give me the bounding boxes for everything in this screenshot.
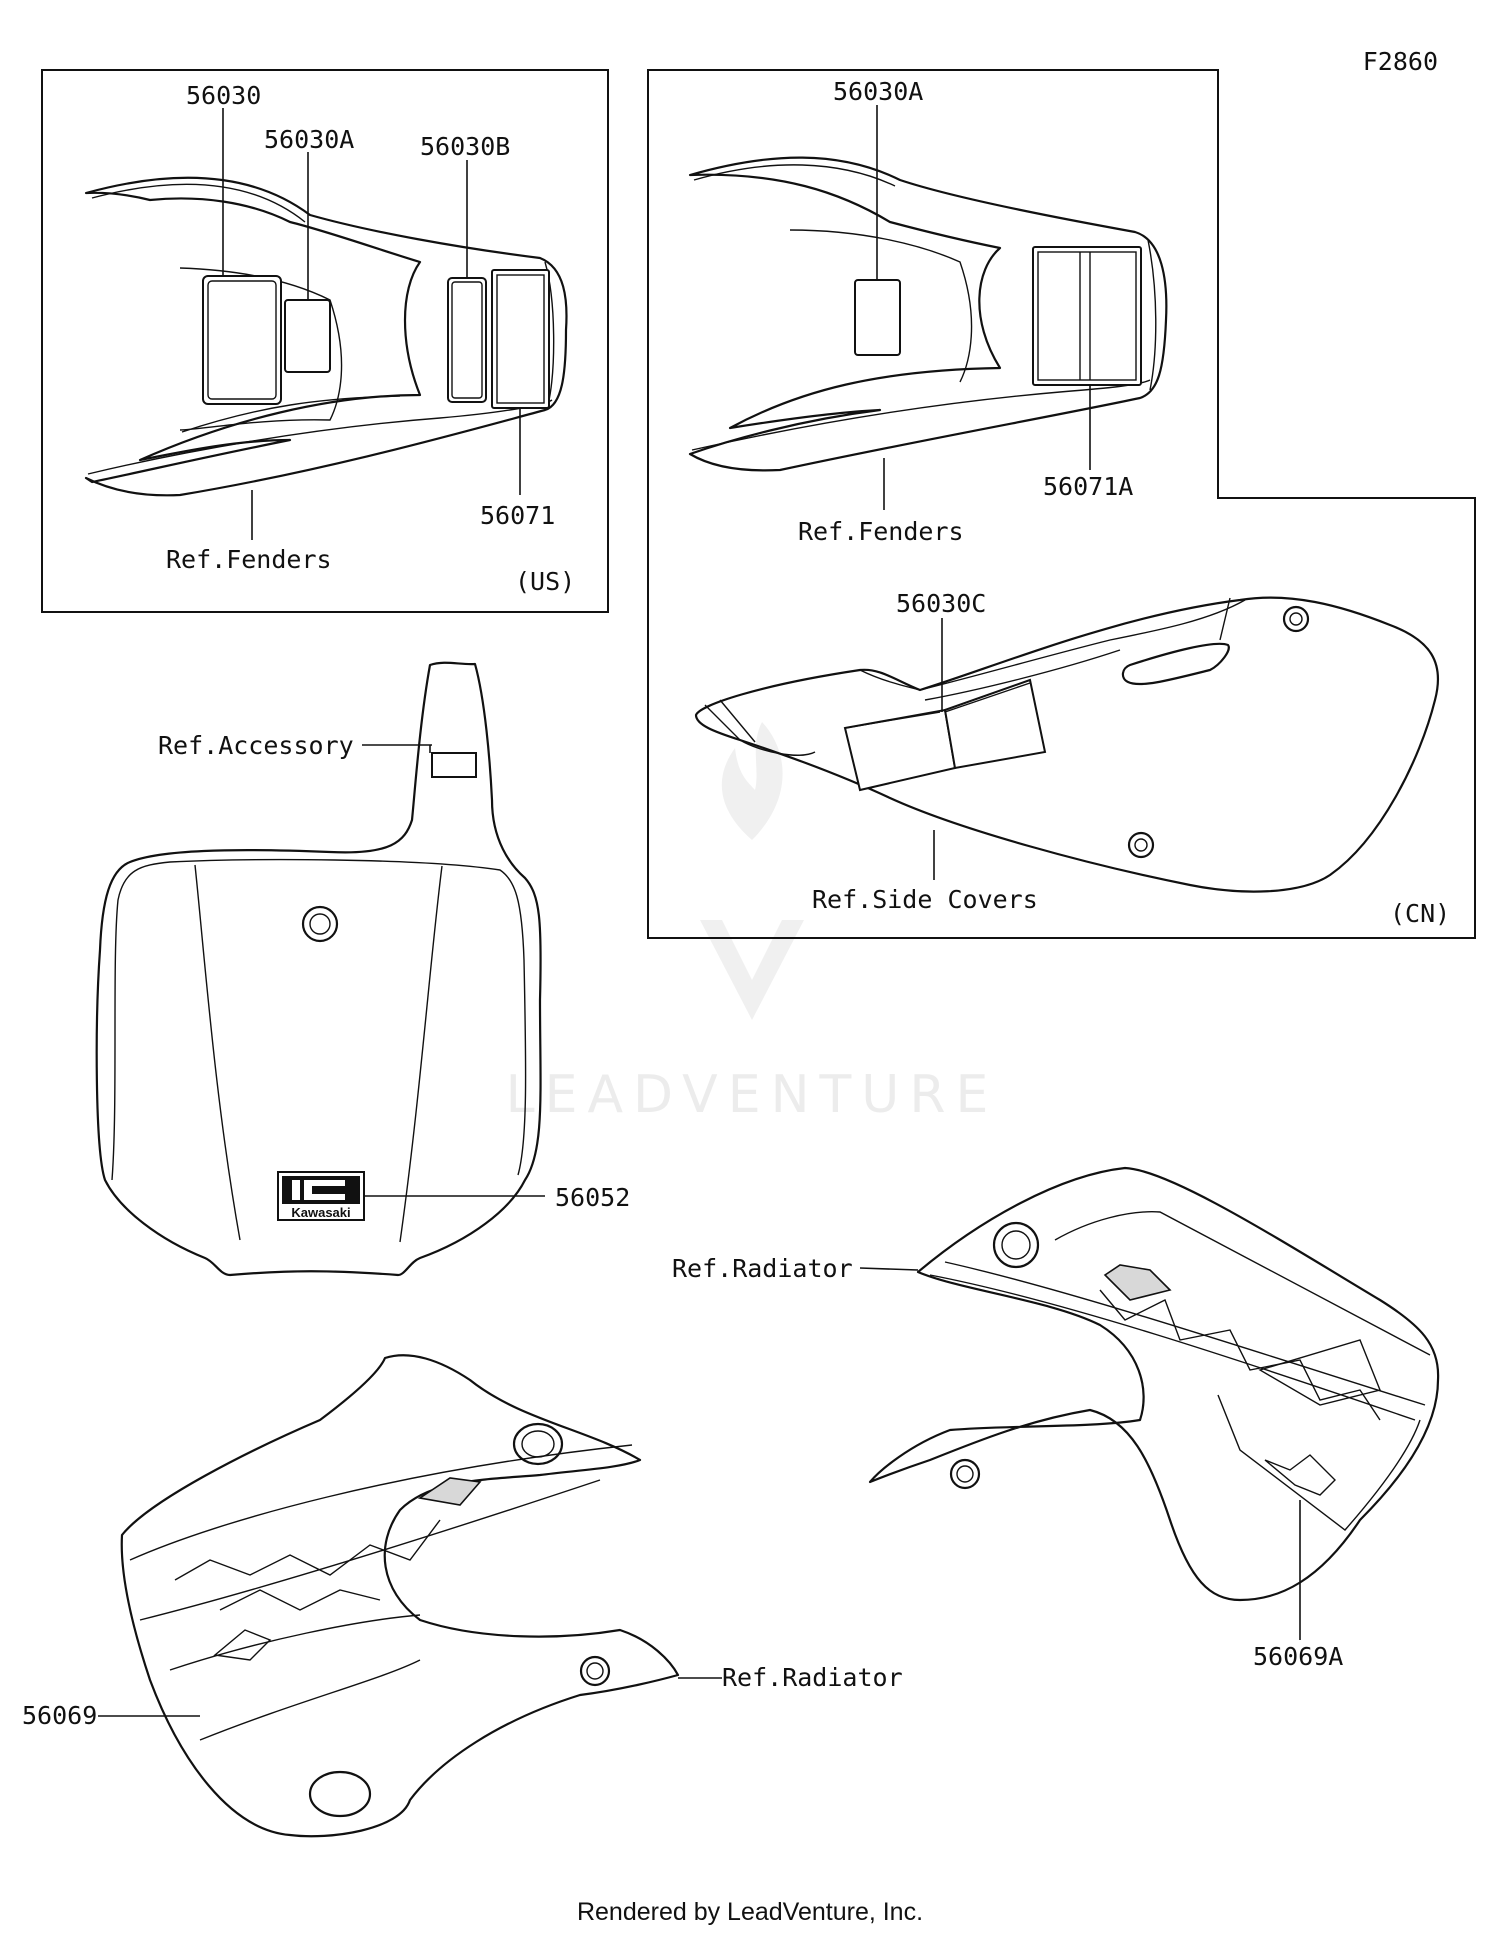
decal-56030A bbox=[284, 299, 331, 373]
decal-56030 bbox=[202, 275, 282, 405]
label-56030A: 56030A bbox=[264, 125, 354, 154]
accessory-tag bbox=[431, 752, 477, 778]
leadventure-watermark: LEADVENTURE bbox=[506, 722, 999, 1125]
label-56030C: 56030C bbox=[896, 589, 986, 618]
decal-56071A bbox=[1032, 246, 1142, 386]
us-panel-frame bbox=[41, 69, 609, 613]
label-56030: 56030 bbox=[186, 81, 261, 110]
right-radiator-shroud bbox=[868, 1166, 1440, 1602]
label-ref-accessory: Ref.Accessory bbox=[158, 731, 354, 760]
watermark-text: LEADVENTURE bbox=[506, 1065, 999, 1125]
label-56071A: 56071A bbox=[1043, 472, 1133, 501]
label-56052: 56052 bbox=[555, 1183, 630, 1212]
us-region-label: (US) bbox=[515, 567, 575, 596]
label-cn-ref-side-covers: Ref.Side Covers bbox=[812, 885, 1038, 914]
label-us-ref-fenders: Ref.Fenders bbox=[166, 545, 332, 574]
decal-56030B bbox=[447, 277, 487, 403]
cn-side-cover bbox=[694, 596, 1440, 893]
cn-rear-fender bbox=[688, 156, 1168, 472]
label-56071: 56071 bbox=[480, 501, 555, 530]
label-56069: 56069 bbox=[22, 1701, 97, 1730]
decal-56030C-right bbox=[943, 678, 1047, 770]
label-56030B: 56030B bbox=[420, 132, 510, 161]
label-ref-radiator-right: Ref.Radiator bbox=[672, 1254, 853, 1283]
left-radiator-shroud bbox=[120, 1354, 680, 1838]
kawasaki-logo-text: Kawasaki bbox=[291, 1205, 350, 1220]
decal-56030C-left bbox=[843, 708, 957, 792]
footer-credit: Rendered by LeadVenture, Inc. bbox=[577, 1898, 923, 1926]
decal-cn-56030A bbox=[854, 279, 901, 356]
label-cn-56030A: 56030A bbox=[833, 77, 923, 106]
label-cn-ref-fenders: Ref.Fenders bbox=[798, 517, 964, 546]
front-number-plate: Kawasaki bbox=[95, 661, 542, 1277]
label-ref-radiator-left: Ref.Radiator bbox=[722, 1663, 903, 1692]
cn-panel: 56030A 56071A Ref.Fenders 56030C Ref.Sid… bbox=[647, 69, 1476, 939]
us-rear-fender bbox=[84, 176, 568, 497]
label-56069A: 56069A bbox=[1253, 1642, 1343, 1671]
decal-56071 bbox=[491, 269, 550, 409]
us-panel: 56030 56030A 56030B 56071 Ref.Fenders (U… bbox=[41, 69, 609, 613]
cn-panel-frame bbox=[647, 69, 1476, 939]
figure-code: F2860 bbox=[1363, 47, 1438, 76]
kawasaki-logo-decal: Kawasaki bbox=[277, 1171, 365, 1221]
cn-region-label: (CN) bbox=[1390, 899, 1450, 928]
